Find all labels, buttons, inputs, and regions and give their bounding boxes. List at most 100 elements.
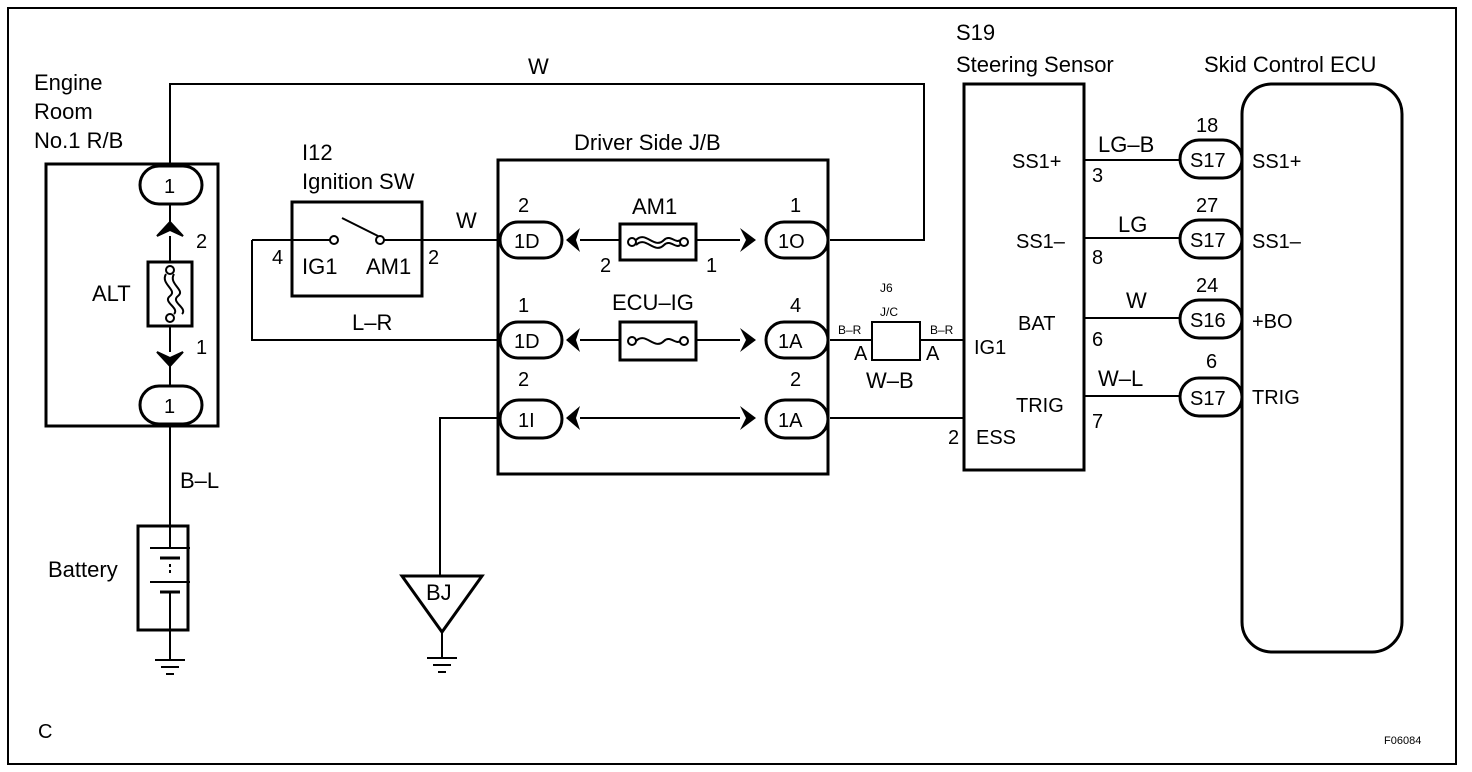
j6-label: J6 bbox=[880, 281, 893, 295]
engine-room-label-1: Engine bbox=[34, 70, 103, 95]
am1-fuse-right-pin: 1 bbox=[706, 255, 717, 277]
ecu-pin-27: 27 bbox=[1196, 195, 1218, 217]
jb-1d-mid-connector bbox=[498, 320, 564, 360]
i12-label: I12 bbox=[302, 140, 333, 165]
ground-icon bbox=[155, 659, 185, 675]
steering-sensor-label: Steering Sensor bbox=[956, 52, 1114, 77]
jb-1i: 1I bbox=[518, 410, 535, 432]
am1-fuse-label: AM1 bbox=[632, 194, 677, 219]
driver-jb-box bbox=[496, 158, 830, 476]
jc-label: J/C bbox=[880, 305, 898, 319]
jb-1d-mid-num: 1 bbox=[518, 295, 529, 317]
battery-label: Battery bbox=[48, 557, 118, 582]
bat-pin: BAT bbox=[1018, 313, 1055, 335]
s19-label: S19 bbox=[956, 20, 995, 45]
ess-pin: ESS bbox=[976, 427, 1016, 449]
jb-1d-top-connector bbox=[498, 220, 564, 260]
sw-pin-2: 2 bbox=[428, 247, 439, 269]
ignition-switch: I12 Ignition SW IG1 AM1 4 2 bbox=[251, 140, 500, 341]
figure-code: F06084 bbox=[1384, 735, 1421, 747]
ecu-ss1m: SS1– bbox=[1252, 231, 1302, 253]
ecu-pin-24: 24 bbox=[1196, 275, 1218, 297]
steering-sensor: S19 Steering Sensor SS1+ 3 SS1– 8 BAT 6 … bbox=[948, 20, 1114, 472]
ess-num: 2 bbox=[948, 427, 959, 449]
corner-c-label: C bbox=[38, 721, 52, 743]
wb-wire-label: W–B bbox=[866, 368, 914, 393]
ss1m-num: 8 bbox=[1092, 247, 1103, 269]
engine-room-rb: Engine Room No.1 R/B 1 1 ALT 2 1 bbox=[34, 70, 220, 428]
wl-wire-label: W–L bbox=[1098, 366, 1143, 391]
skid-ecu-box bbox=[1240, 82, 1404, 654]
lgb-wire-label: LG–B bbox=[1098, 132, 1154, 157]
battery: B–L Battery bbox=[48, 424, 219, 675]
ground-icon bbox=[427, 657, 457, 673]
connector-s16 bbox=[1178, 298, 1244, 340]
engine-room-box bbox=[44, 162, 220, 428]
ecu-ig-fuse-label: ECU–IG bbox=[612, 290, 694, 315]
switch-contact-icon bbox=[341, 217, 379, 237]
driver-jb-label: Driver Side J/B bbox=[574, 130, 721, 155]
fuse-link-icon bbox=[635, 337, 681, 345]
diagram-frame bbox=[7, 7, 1457, 765]
jb-1d-top: 1D bbox=[514, 231, 540, 253]
jb-1a-bot: 1A bbox=[778, 410, 803, 432]
w-top-wire-label: W bbox=[528, 54, 549, 79]
steering-sensor-box bbox=[962, 82, 1086, 472]
a-left-label: A bbox=[854, 343, 868, 365]
ecu-bo: +BO bbox=[1252, 311, 1293, 333]
connector-s17-c bbox=[1178, 376, 1244, 418]
chevron-down-icon bbox=[156, 351, 184, 368]
br-left-wire-label: B–R bbox=[838, 323, 862, 337]
w-sw-wire-label: W bbox=[456, 208, 477, 233]
jb-1o-num: 1 bbox=[790, 195, 801, 217]
ecu-ss1p: SS1+ bbox=[1252, 151, 1301, 173]
skid-ecu-label: Skid Control ECU bbox=[1204, 52, 1376, 77]
engine-room-label-3: No.1 R/B bbox=[34, 128, 123, 153]
jb-1d-top-num: 2 bbox=[518, 195, 529, 217]
connector-s17-a-label: S17 bbox=[1190, 150, 1226, 172]
alt-pin-2: 2 bbox=[196, 231, 207, 253]
br-right-wire-label: B–R bbox=[930, 323, 954, 337]
trig-num: 7 bbox=[1092, 411, 1103, 433]
alt-pin-1: 1 bbox=[196, 337, 207, 359]
lg-wire-label: LG bbox=[1118, 212, 1147, 237]
sw-pin-4: 4 bbox=[272, 247, 283, 269]
bl-wire-label: B–L bbox=[180, 468, 219, 493]
connector-s17-c-label: S17 bbox=[1190, 388, 1226, 410]
am1-fuse-box bbox=[618, 222, 698, 262]
rb-pin-bottom: 1 bbox=[164, 396, 175, 418]
connector-s16-label: S16 bbox=[1190, 310, 1226, 332]
jb-1a-bot-num: 2 bbox=[790, 369, 801, 391]
am1-fuse-left-pin: 2 bbox=[600, 255, 611, 277]
jb-1o: 1O bbox=[778, 231, 805, 253]
junction-connector-j6: J6 J/C B–R B–R A A W–B bbox=[830, 281, 964, 393]
engine-room-label-2: Room bbox=[34, 99, 93, 124]
connector-s17-a bbox=[1178, 138, 1244, 180]
jb-1o-connector bbox=[764, 220, 830, 260]
fuse-link-icon bbox=[163, 273, 177, 315]
alt-label: ALT bbox=[92, 281, 131, 306]
jb-1d-mid: 1D bbox=[514, 331, 540, 353]
connector-s17-b bbox=[1178, 218, 1244, 260]
alt-fuse-terminal-top bbox=[165, 265, 175, 275]
ss1m-pin: SS1– bbox=[1016, 231, 1066, 253]
ss1p-num: 3 bbox=[1092, 165, 1103, 187]
bat-num: 6 bbox=[1092, 329, 1103, 351]
ss1p-pin: SS1+ bbox=[1012, 151, 1061, 173]
jb-1a-bot-connector bbox=[764, 398, 830, 440]
ecu-pin-6: 6 bbox=[1206, 351, 1217, 373]
battery-box bbox=[136, 524, 190, 632]
trig-pin: TRIG bbox=[1016, 395, 1064, 417]
bj-label: BJ bbox=[426, 580, 452, 605]
a-right-label: A bbox=[926, 343, 940, 365]
ignition-sw-label: Ignition SW bbox=[302, 169, 415, 194]
ground-point-icon bbox=[399, 574, 485, 635]
ecu-trig: TRIG bbox=[1252, 387, 1300, 409]
ecu-pin-18: 18 bbox=[1196, 115, 1218, 137]
ig1-pin: IG1 bbox=[974, 337, 1006, 359]
rb-pin-top: 1 bbox=[164, 176, 175, 198]
w-bat-wire-label: W bbox=[1126, 288, 1147, 313]
j6-box bbox=[871, 321, 921, 361]
connector-s17-b-label: S17 bbox=[1190, 230, 1226, 252]
